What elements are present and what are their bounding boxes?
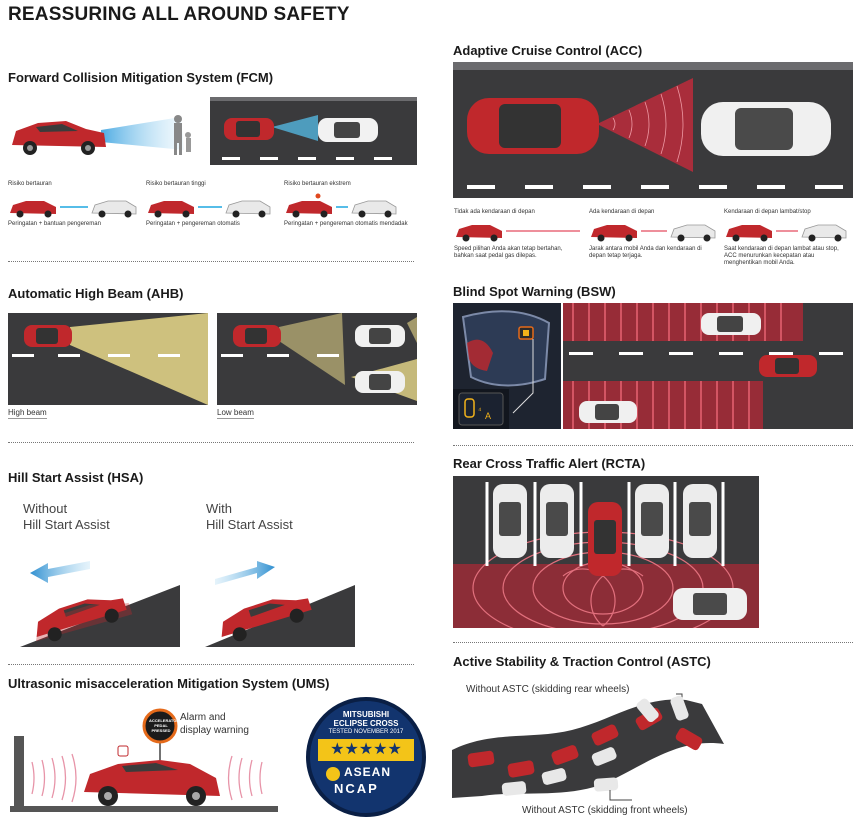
ums-warning-sign: ACCELERATOR PEDAL PRESSED [149, 718, 180, 733]
page-title: REASSURING ALL AROUND SAFETY [8, 4, 350, 25]
rcta-title: Rear Cross Traffic Alert (RCTA) [453, 456, 646, 471]
fcm-title: Forward Collision Mitigation System (FCM… [8, 70, 274, 85]
hsa-without-illustration [20, 561, 180, 647]
divider [453, 642, 853, 643]
ncap-org-top: ASEAN [344, 765, 392, 779]
fcm-stage-2-risk: Risiko bertauran tinggi [146, 181, 206, 187]
ncap-badge: MITSUBISHI ECLIPSE CROSS TESTED NOVEMBER… [306, 697, 426, 817]
fcm-stage-cars [10, 193, 397, 218]
fcm-stage-1-risk: Risiko bertauran [8, 181, 52, 187]
acc-stage-3-desc: Saat kendaraan di depan lambat atau stop… [724, 246, 839, 266]
fcm-side-illustration [12, 115, 191, 155]
ums-alarm-label: Alarm and display warning [180, 712, 249, 736]
ahb-low-beam-illustration [217, 313, 417, 405]
bsw-road-illustration [563, 303, 853, 429]
acc-stage-cars [456, 224, 847, 242]
ahb-high-beam-label: High beam [8, 408, 47, 419]
acc-title: Adaptive Cruise Control (ACC) [453, 43, 643, 58]
divider [453, 445, 853, 446]
ahb-low-beam-label: Low beam [217, 408, 254, 419]
ncap-logo-icon [326, 767, 340, 781]
fcm-stage-2-action: Peringatan + pengereman otomatis [146, 221, 240, 227]
ahb-high-beam-illustration [8, 313, 208, 405]
ncap-org-bottom: NCAP [334, 781, 379, 796]
ums-illustration [10, 708, 278, 812]
svg-text:⁴: ⁴ [478, 406, 482, 415]
divider [8, 442, 414, 443]
ncap-brand: MITSUBISHI [342, 710, 390, 719]
hsa-with-label: With Hill Start Assist [206, 501, 293, 532]
bsw-title: Blind Spot Warning (BSW) [453, 284, 616, 299]
astc-title: Active Stability & Traction Control (AST… [453, 654, 711, 669]
ncap-tested: TESTED NOVEMBER 2017 [328, 729, 404, 735]
acc-road-illustration [453, 62, 853, 198]
bsw-mirror-illustration: ⁴ A [453, 303, 561, 429]
astc-illustration [452, 693, 724, 801]
ncap-stars: ★★★★★ [318, 739, 414, 761]
svg-text:A: A [485, 411, 491, 421]
astc-front-label: Without ASTC (skidding front wheels) [522, 805, 688, 816]
fcm-stage-3-action: Peringatan + pengereman otomatis mendada… [284, 221, 408, 227]
acc-stage-2-desc: Jarak antara mobil Anda dan kendaraan di… [589, 246, 702, 259]
fcm-stage-3-risk: Risiko bertauran ekstrem [284, 181, 351, 187]
ahb-title: Automatic High Beam (AHB) [8, 286, 184, 301]
acc-stage-2-condition: Ada kendaraan di depan [589, 209, 655, 215]
fcm-road-topview [210, 97, 417, 165]
acc-stage-1-desc: Speed pilihan Anda akan tetap bertahan, … [454, 246, 563, 259]
acc-stage-1-condition: Tidak ada kendaraan di depan [454, 209, 535, 215]
ums-title: Ultrasonic misacceleration Mitigation Sy… [8, 676, 330, 691]
rcta-illustration [453, 476, 759, 628]
astc-rear-label: Without ASTC (skidding rear wheels) [466, 684, 630, 695]
hsa-title: Hill Start Assist (HSA) [8, 470, 144, 485]
divider [8, 664, 414, 665]
divider [8, 261, 414, 262]
fcm-stage-1-action: Peringatan + bantuan pengereman [8, 221, 101, 227]
ncap-model: ECLIPSE CROSS [333, 719, 399, 728]
hsa-without-label: Without Hill Start Assist [23, 501, 110, 532]
hsa-with-illustration [205, 561, 355, 647]
acc-stage-3-condition: Kendaraan di depan lambat/stop [724, 209, 811, 215]
